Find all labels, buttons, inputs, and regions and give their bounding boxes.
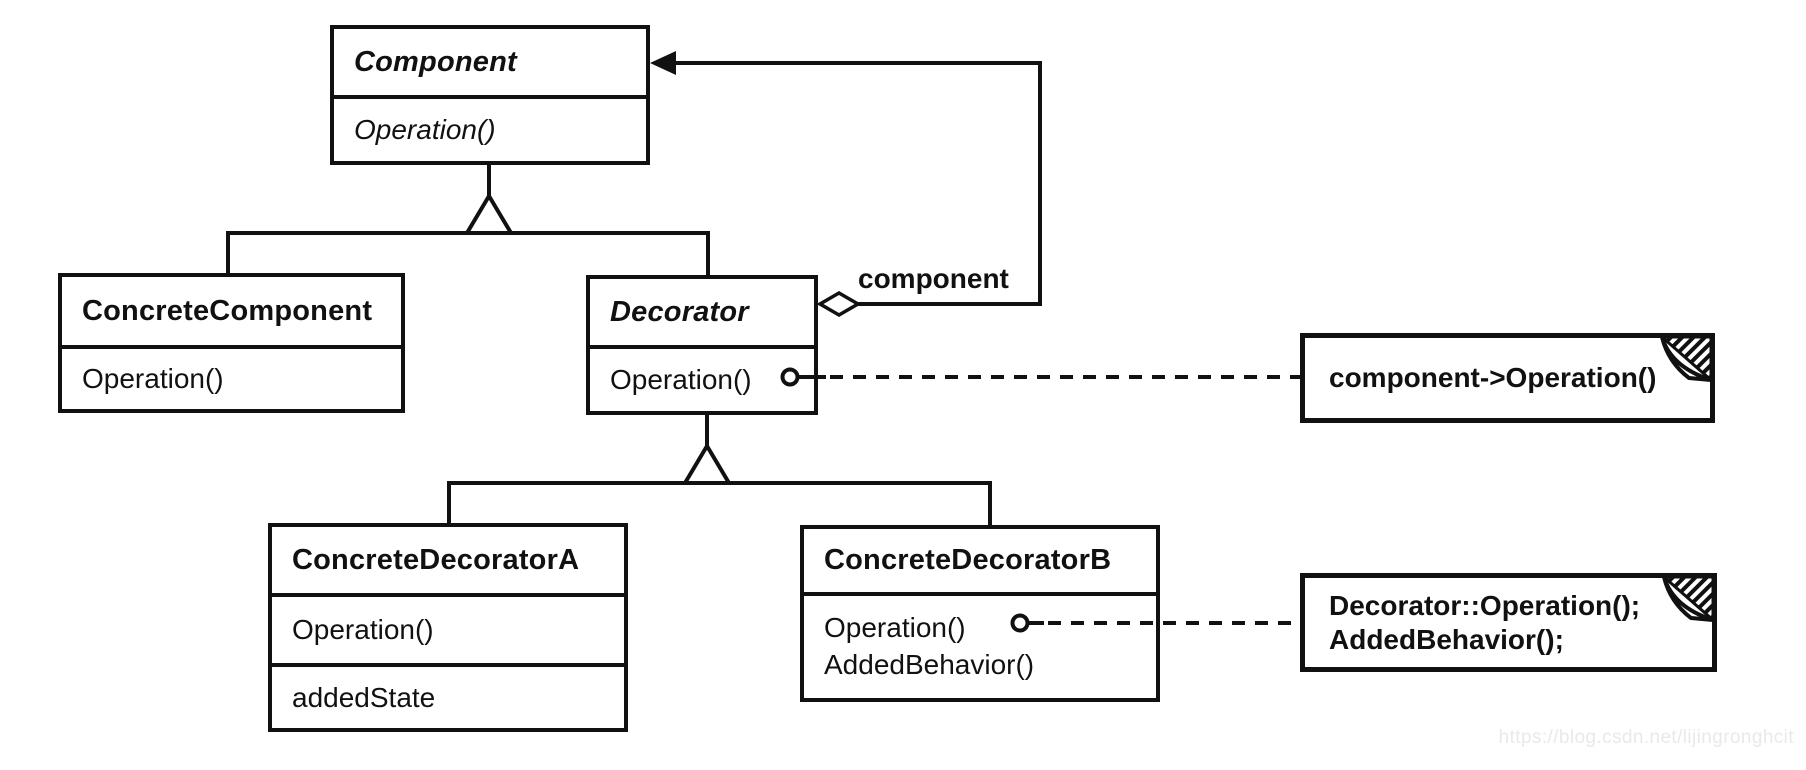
class-box-component: Component Operation() bbox=[330, 25, 650, 165]
class-box-concrete-decorator-b: ConcreteDecoratorB Operation() AddedBeha… bbox=[800, 525, 1160, 702]
aggregation-diamond-icon bbox=[816, 290, 862, 318]
class-name: Decorator bbox=[610, 295, 749, 328]
class-name: ConcreteDecoratorB bbox=[824, 544, 1112, 576]
class-box-concrete-component: ConcreteComponent Operation() bbox=[58, 273, 405, 413]
arrowhead-icon bbox=[650, 51, 676, 75]
class-title-decorator: Decorator bbox=[590, 279, 814, 345]
class-name: Component bbox=[354, 45, 517, 78]
method-label: Operation() bbox=[292, 614, 434, 645]
generalization-to-component bbox=[226, 163, 710, 279]
method-label: Operation() bbox=[610, 364, 752, 395]
class-title-component: Component bbox=[334, 29, 646, 95]
folded-corner-icon bbox=[1659, 337, 1711, 382]
note-concrete-decorator-b-operation: Decorator::Operation(); AddedBehavior(); bbox=[1300, 573, 1717, 672]
inheritance-triangle-icon bbox=[463, 192, 515, 235]
class-box-concrete-decorator-a: ConcreteDecoratorA Operation() addedStat… bbox=[268, 523, 628, 732]
generalization-to-decorator bbox=[447, 413, 992, 529]
note-decorator-operation: component->Operation() bbox=[1300, 333, 1715, 423]
class-attributes-concrete-decorator-a: addedState bbox=[272, 663, 624, 728]
folded-corner-icon bbox=[1661, 577, 1713, 622]
class-methods-component: Operation() bbox=[334, 95, 646, 161]
method-label: AddedBehavior() bbox=[824, 649, 1035, 680]
note-line: component->Operation() bbox=[1329, 362, 1657, 394]
method-label: Operation() bbox=[824, 612, 966, 644]
class-methods-concrete-component: Operation() bbox=[62, 345, 401, 409]
class-title-concrete-decorator-a: ConcreteDecoratorA bbox=[272, 527, 624, 593]
class-title-concrete-component: ConcreteComponent bbox=[62, 277, 401, 345]
class-methods-concrete-decorator-a: Operation() bbox=[272, 593, 624, 663]
aggregation-role-label: component bbox=[858, 263, 1009, 294]
note-line: Decorator::Operation(); bbox=[1329, 589, 1641, 621]
note-link-decorator-operation bbox=[780, 367, 1300, 387]
class-methods-decorator: Operation() bbox=[590, 345, 814, 411]
attribute-label: addedState bbox=[292, 681, 436, 713]
class-name: ConcreteDecoratorA bbox=[292, 543, 580, 576]
class-methods-concrete-decorator-b: Operation() AddedBehavior() bbox=[804, 592, 1156, 698]
watermark-url: https://blog.csdn.net/lijingronghcit bbox=[1498, 727, 1794, 748]
method-label: Operation() bbox=[82, 363, 224, 394]
class-title-concrete-decorator-b: ConcreteDecoratorB bbox=[804, 529, 1156, 592]
class-box-decorator: Decorator Operation() bbox=[586, 275, 818, 415]
class-name: ConcreteComponent bbox=[82, 294, 373, 327]
inheritance-triangle-icon bbox=[681, 442, 733, 485]
method-label: Operation() bbox=[354, 114, 496, 145]
note-line: AddedBehavior(); bbox=[1329, 623, 1564, 655]
